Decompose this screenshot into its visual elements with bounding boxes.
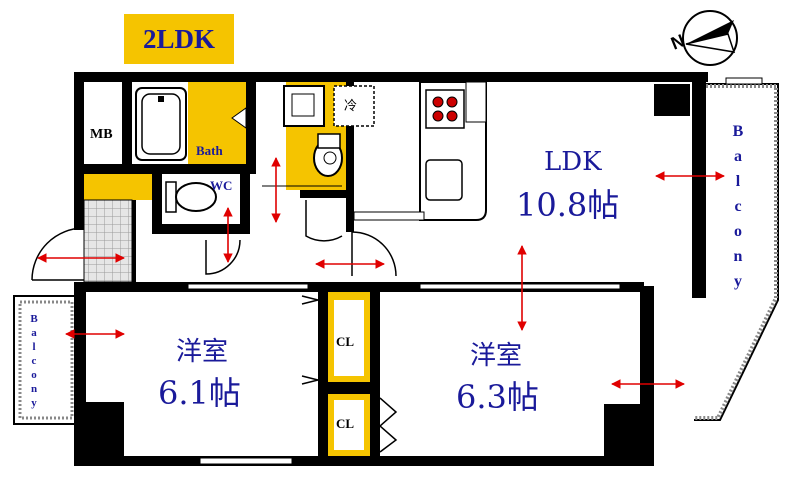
layout-type-badge: 2LDK — [124, 14, 234, 64]
exterior-walls — [74, 72, 708, 466]
balcony-left — [13, 295, 77, 425]
fridge-label: 冷 — [344, 99, 357, 114]
closet-upper-label: CL — [336, 334, 354, 349]
airflow-arrows — [37, 157, 725, 389]
balcony-right-letter: B — [733, 123, 744, 140]
balcony-right-letter: l — [736, 173, 741, 190]
western-right-name: 洋室 — [470, 341, 522, 371]
kitchen-counter — [353, 81, 487, 221]
balcony-right-letter: c — [734, 198, 741, 215]
bathroom: Bath — [132, 82, 247, 164]
balcony-right-letter: n — [734, 248, 743, 265]
ldk-size: 10.8帖 — [516, 186, 619, 224]
balcony-right-letter: a — [734, 148, 742, 165]
balcony-right-letter: o — [734, 223, 742, 240]
doors — [31, 200, 398, 453]
balcony-left-letter: c — [32, 355, 37, 367]
ldk-name: LDK — [544, 147, 602, 177]
balcony-left-letter: B — [30, 313, 38, 325]
wc-label: WC — [210, 178, 232, 193]
entrance-floor — [83, 199, 133, 283]
western-right-size: 6.3帖 — [456, 378, 539, 416]
interior-walls — [84, 82, 644, 456]
fridge-space — [333, 85, 375, 127]
washroom — [256, 82, 346, 190]
bath-label: Bath — [196, 143, 224, 158]
balcony-left-letter: o — [31, 369, 37, 381]
balcony-left-letter: l — [32, 341, 35, 353]
balcony-left-letter: y — [31, 397, 37, 409]
balcony-right-letter: y — [734, 273, 742, 290]
mb-label: MB — [90, 127, 113, 142]
western-left-name: 洋室 — [176, 337, 228, 367]
closet-lower-label: CL — [336, 416, 354, 431]
north-arrow-icon: N — [668, 10, 738, 66]
balcony-left-letter: a — [31, 327, 37, 339]
western-left-size: 6.1帖 — [158, 374, 241, 412]
balcony-left-letter: n — [31, 383, 37, 395]
